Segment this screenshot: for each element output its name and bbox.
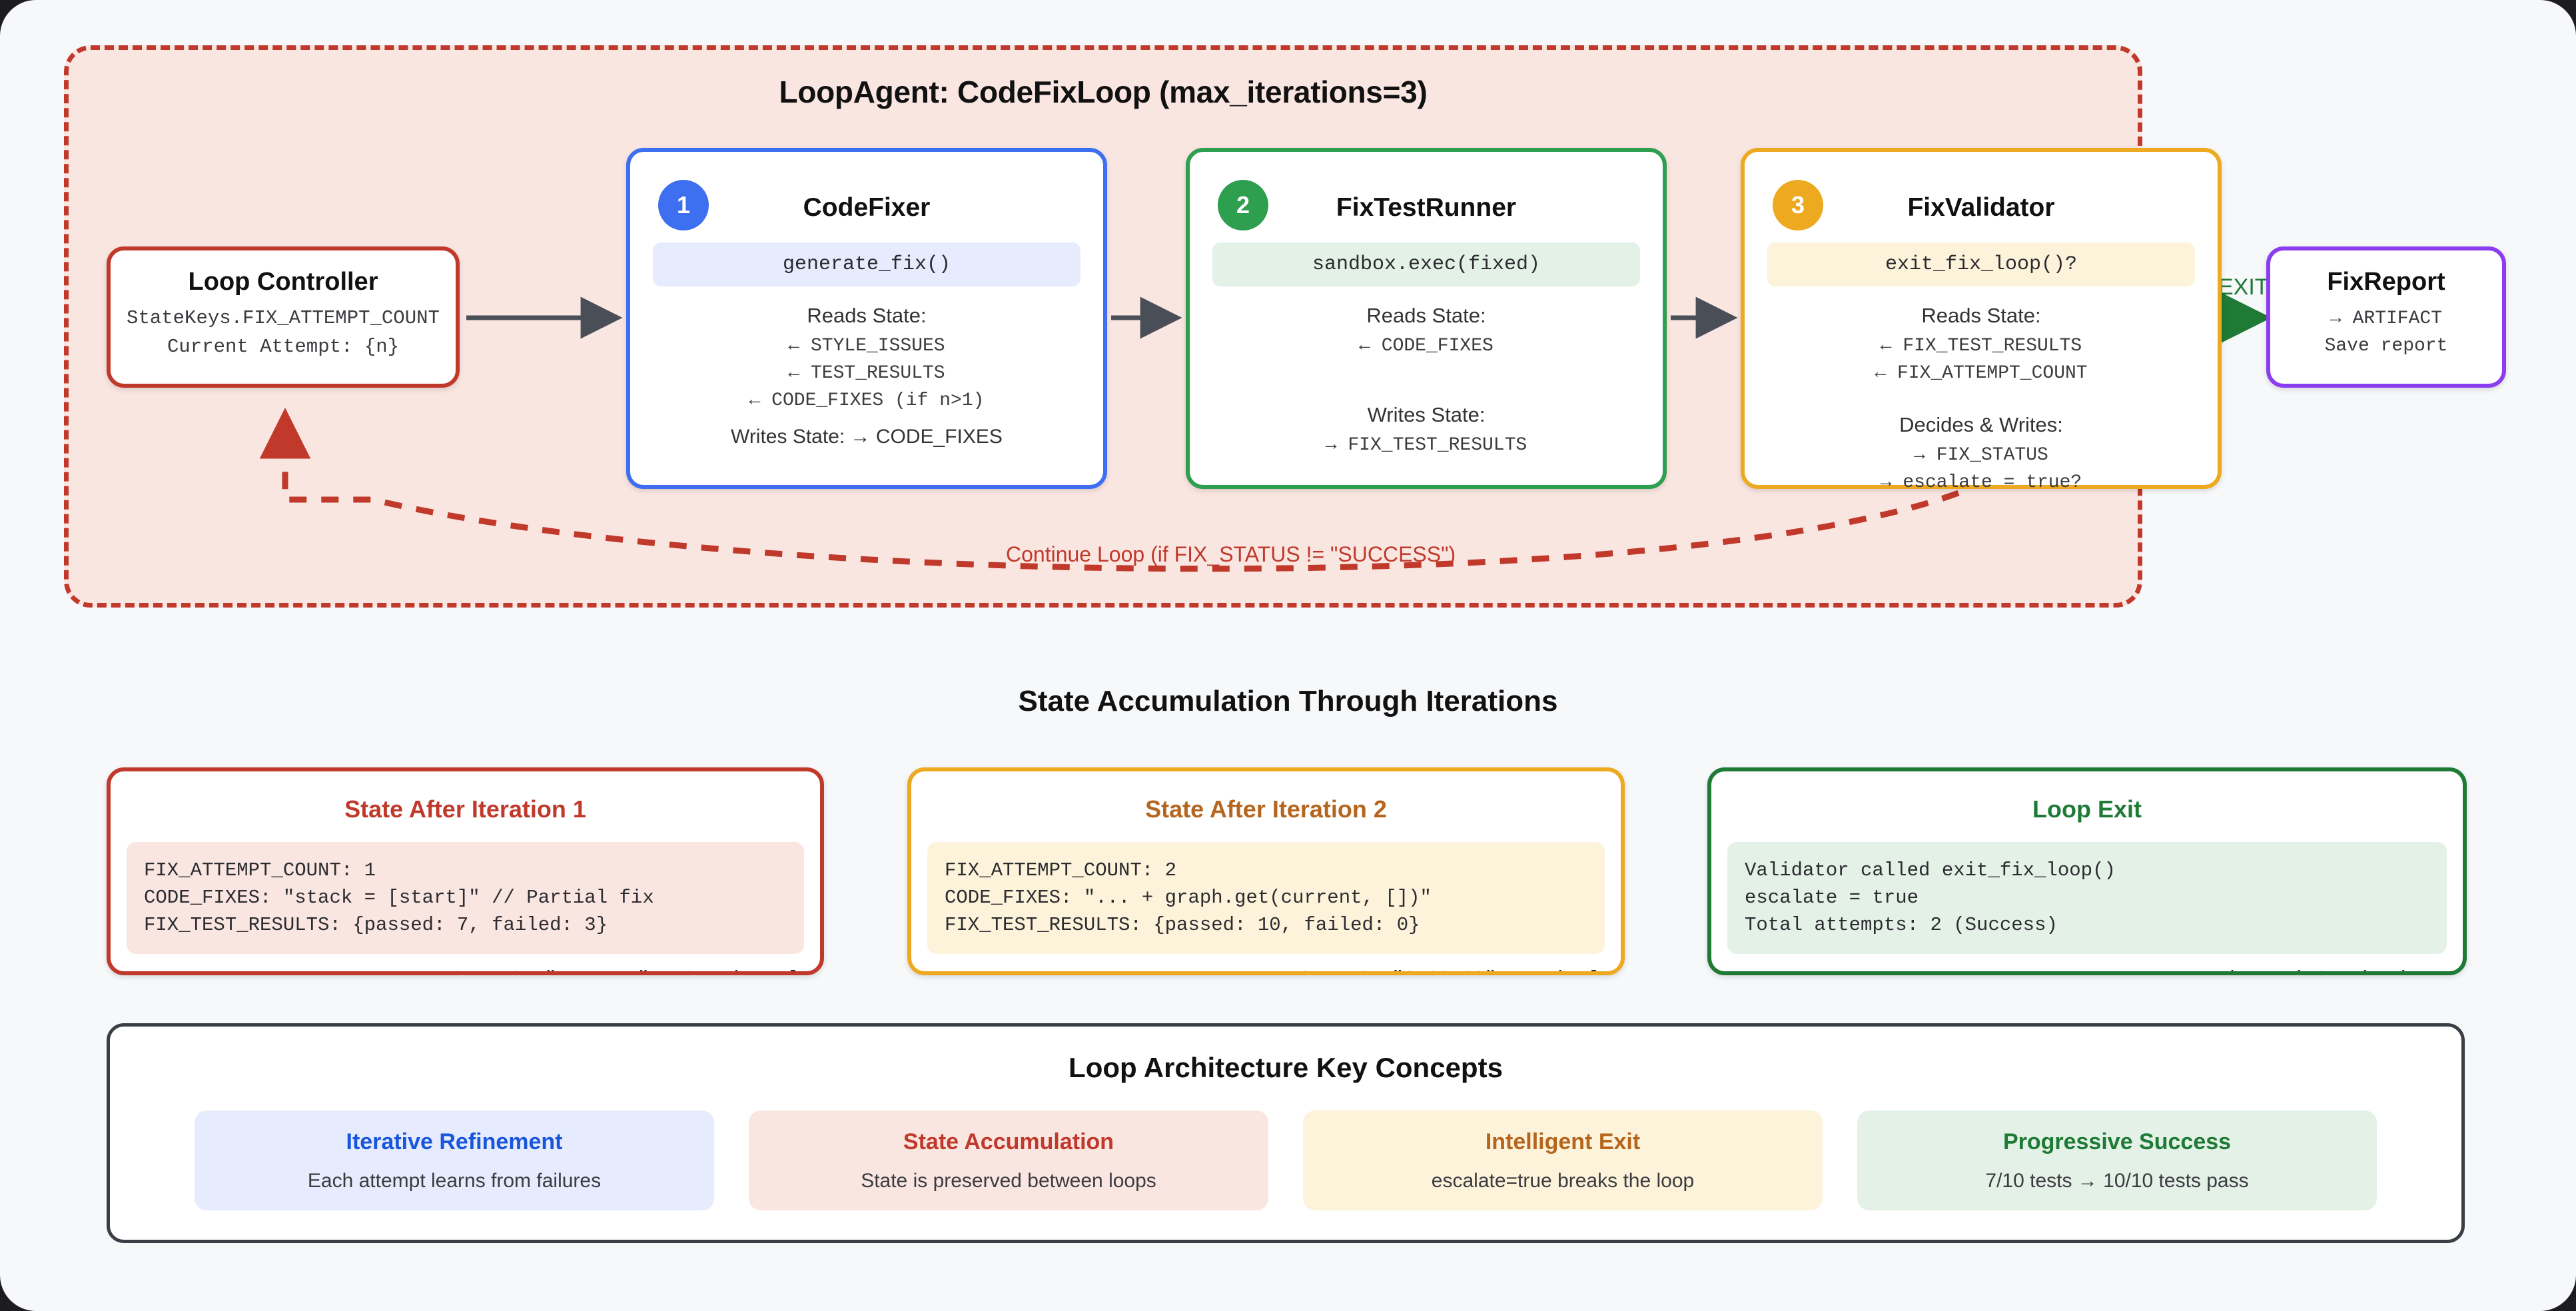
agent-title-fixtestrunner: FixTestRunner [1336, 193, 1517, 222]
state-card-loop-exit[interactable]: Loop Exit Validator called exit_fix_loop… [1707, 767, 2467, 975]
agent-card-fixvalidator[interactable]: 3 FixValidator exit_fix_loop()? Reads St… [1741, 148, 2222, 493]
state-card-title: State After Iteration 1 [344, 795, 586, 823]
method-pill-exit-fix-loop[interactable]: exit_fix_loop()? [1767, 242, 2195, 286]
agent-title-codefixer: CodeFixer [803, 193, 931, 222]
fix-report-save: Save report [2324, 336, 2448, 356]
loop-controller-node[interactable]: Loop Controller StateKeys.FIX_ATTEMPT_CO… [107, 246, 460, 388]
key-concept-iterative-refinement[interactable]: Iterative Refinement Each attempt learns… [195, 1110, 714, 1210]
key-concept-subtext: State is preserved between loops [861, 1169, 1156, 1192]
method-pill-generate-fix[interactable]: generate_fix() [653, 242, 1080, 286]
key-concept-heading: Progressive Success [2002, 1128, 2232, 1154]
state-card-footer: Proceed to FixSynthesizer → [2154, 968, 2463, 971]
state-card-body: FIX_ATTEMPT_COUNT: 1 CODE_FIXES: "stack … [127, 842, 820, 971]
key-concept-subtext: Each attempt learns from failures [307, 1169, 602, 1192]
writes-state-item: → FIX_STATUS [1914, 445, 2048, 466]
state-card-title: Loop Exit [2032, 795, 2142, 823]
state-line: CODE_FIXES: "... + graph.get(current, []… [945, 887, 1432, 909]
spacer [1190, 356, 1663, 386]
writes-state-item: → FIX_TEST_RESULTS [1325, 435, 1527, 456]
state-card-footer: FIX_STATUS: "SUCCESS" → Exit loop [1253, 968, 1621, 971]
reads-state-item: ← STYLE_ISSUES [788, 336, 945, 356]
state-line: FIX_TEST_RESULTS: {passed: 10, failed: 0… [945, 914, 1420, 937]
agent-card-fixtestrunner[interactable]: 2 FixTestRunner sandbox.exec(fixed) Read… [1186, 148, 1667, 489]
key-concepts-row: Iterative Refinement Each attempt learns… [110, 1110, 2461, 1210]
state-card-body: FIX_ATTEMPT_COUNT: 2 CODE_FIXES: "... + … [927, 842, 1621, 971]
agent-number-badge: 3 [1773, 180, 1823, 230]
key-concept-progressive-success[interactable]: Progressive Success 7/10 tests → 10/10 t… [1857, 1110, 2377, 1210]
writes-state-heading: Writes State: [1367, 403, 1486, 426]
agent-card-codefixer[interactable]: 1 CodeFixer generate_fix() Reads State: … [626, 148, 1107, 489]
agent-number-badge: 1 [658, 180, 709, 230]
reads-state-item: ← CODE_FIXES [1359, 336, 1494, 356]
state-card-iteration-1[interactable]: State After Iteration 1 FIX_ATTEMPT_COUN… [107, 767, 824, 975]
key-concept-heading: State Accumulation [903, 1128, 1114, 1154]
key-concepts-panel: Loop Architecture Key Concepts Iterative… [107, 1023, 2465, 1243]
state-line: FIX_ATTEMPT_COUNT: 1 [144, 859, 376, 881]
fix-report-node[interactable]: FixReport → ARTIFACT Save report [2266, 246, 2506, 388]
decides-writes-heading: Decides & Writes: [1899, 413, 2063, 436]
reads-state-item: ← TEST_RESULTS [788, 363, 945, 384]
key-concept-heading: Intelligent Exit [1485, 1128, 1641, 1154]
state-card-iteration-2[interactable]: State After Iteration 2 FIX_ATTEMPT_COUN… [907, 767, 1625, 975]
state-line: FIX_TEST_RESULTS: {passed: 7, failed: 3} [144, 914, 608, 937]
key-concept-state-accumulation[interactable]: State Accumulation State is preserved be… [749, 1110, 1268, 1210]
state-line: Total attempts: 2 (Success) [1745, 914, 2058, 937]
loop-controller-title: Loop Controller [188, 268, 378, 296]
state-card-footer: FIX_STATUS: "PARTIAL" → Continue loop [406, 968, 820, 971]
loop-agent-title: LoopAgent: CodeFixLoop (max_iterations=3… [779, 75, 1428, 109]
state-card-title: State After Iteration 2 [1145, 795, 1387, 823]
reads-state-item: ← FIX_ATTEMPT_COUNT [1875, 363, 2088, 384]
agent-title-fixvalidator: FixValidator [1907, 193, 2055, 222]
key-concept-intelligent-exit[interactable]: Intelligent Exit escalate=true breaks th… [1303, 1110, 1823, 1210]
exit-label: EXIT [2218, 274, 2269, 300]
reads-state-heading: Reads State: [807, 304, 927, 327]
loop-controller-attempt: Current Attempt: {n} [167, 336, 400, 358]
reads-state-heading: Reads State: [1366, 304, 1486, 327]
continue-loop-label: Continue Loop (if FIX_STATUS != "SUCCESS… [1006, 542, 1456, 566]
state-accumulation-heading: State Accumulation Through Iterations [1018, 685, 1558, 717]
state-line: FIX_ATTEMPT_COUNT: 2 [945, 859, 1177, 881]
state-line: escalate = true [1745, 887, 1919, 909]
state-line: CODE_FIXES: "stack = [start]" // Partial… [144, 887, 654, 909]
key-concept-subtext: 7/10 tests → 10/10 tests pass [1985, 1169, 2249, 1192]
state-card-body: Validator called exit_fix_loop() escalat… [1727, 842, 2463, 971]
key-concept-subtext: escalate=true breaks the loop [1431, 1169, 1695, 1192]
loop-controller-state-key: StateKeys.FIX_ATTEMPT_COUNT [127, 307, 440, 329]
reads-state-heading: Reads State: [1921, 304, 2041, 327]
fix-report-artifact: → ARTIFACT [2330, 308, 2443, 329]
reads-state-item: ← FIX_TEST_RESULTS [1880, 336, 2082, 356]
key-concept-heading: Iterative Refinement [346, 1128, 563, 1154]
key-concepts-title: Loop Architecture Key Concepts [1069, 1052, 1503, 1083]
fix-report-title: FixReport [2327, 268, 2445, 296]
writes-state-item-escalate: → escalate = true? [1880, 472, 2082, 493]
spacer [1745, 384, 2218, 396]
agent-number-badge: 2 [1218, 180, 1268, 230]
state-line: Validator called exit_fix_loop() [1745, 859, 2116, 881]
method-pill-sandbox-exec[interactable]: sandbox.exec(fixed) [1212, 242, 1640, 286]
writes-state-inline: Writes State: → CODE_FIXES [731, 426, 1003, 448]
reads-state-item: ← CODE_FIXES (if n>1) [749, 390, 985, 411]
